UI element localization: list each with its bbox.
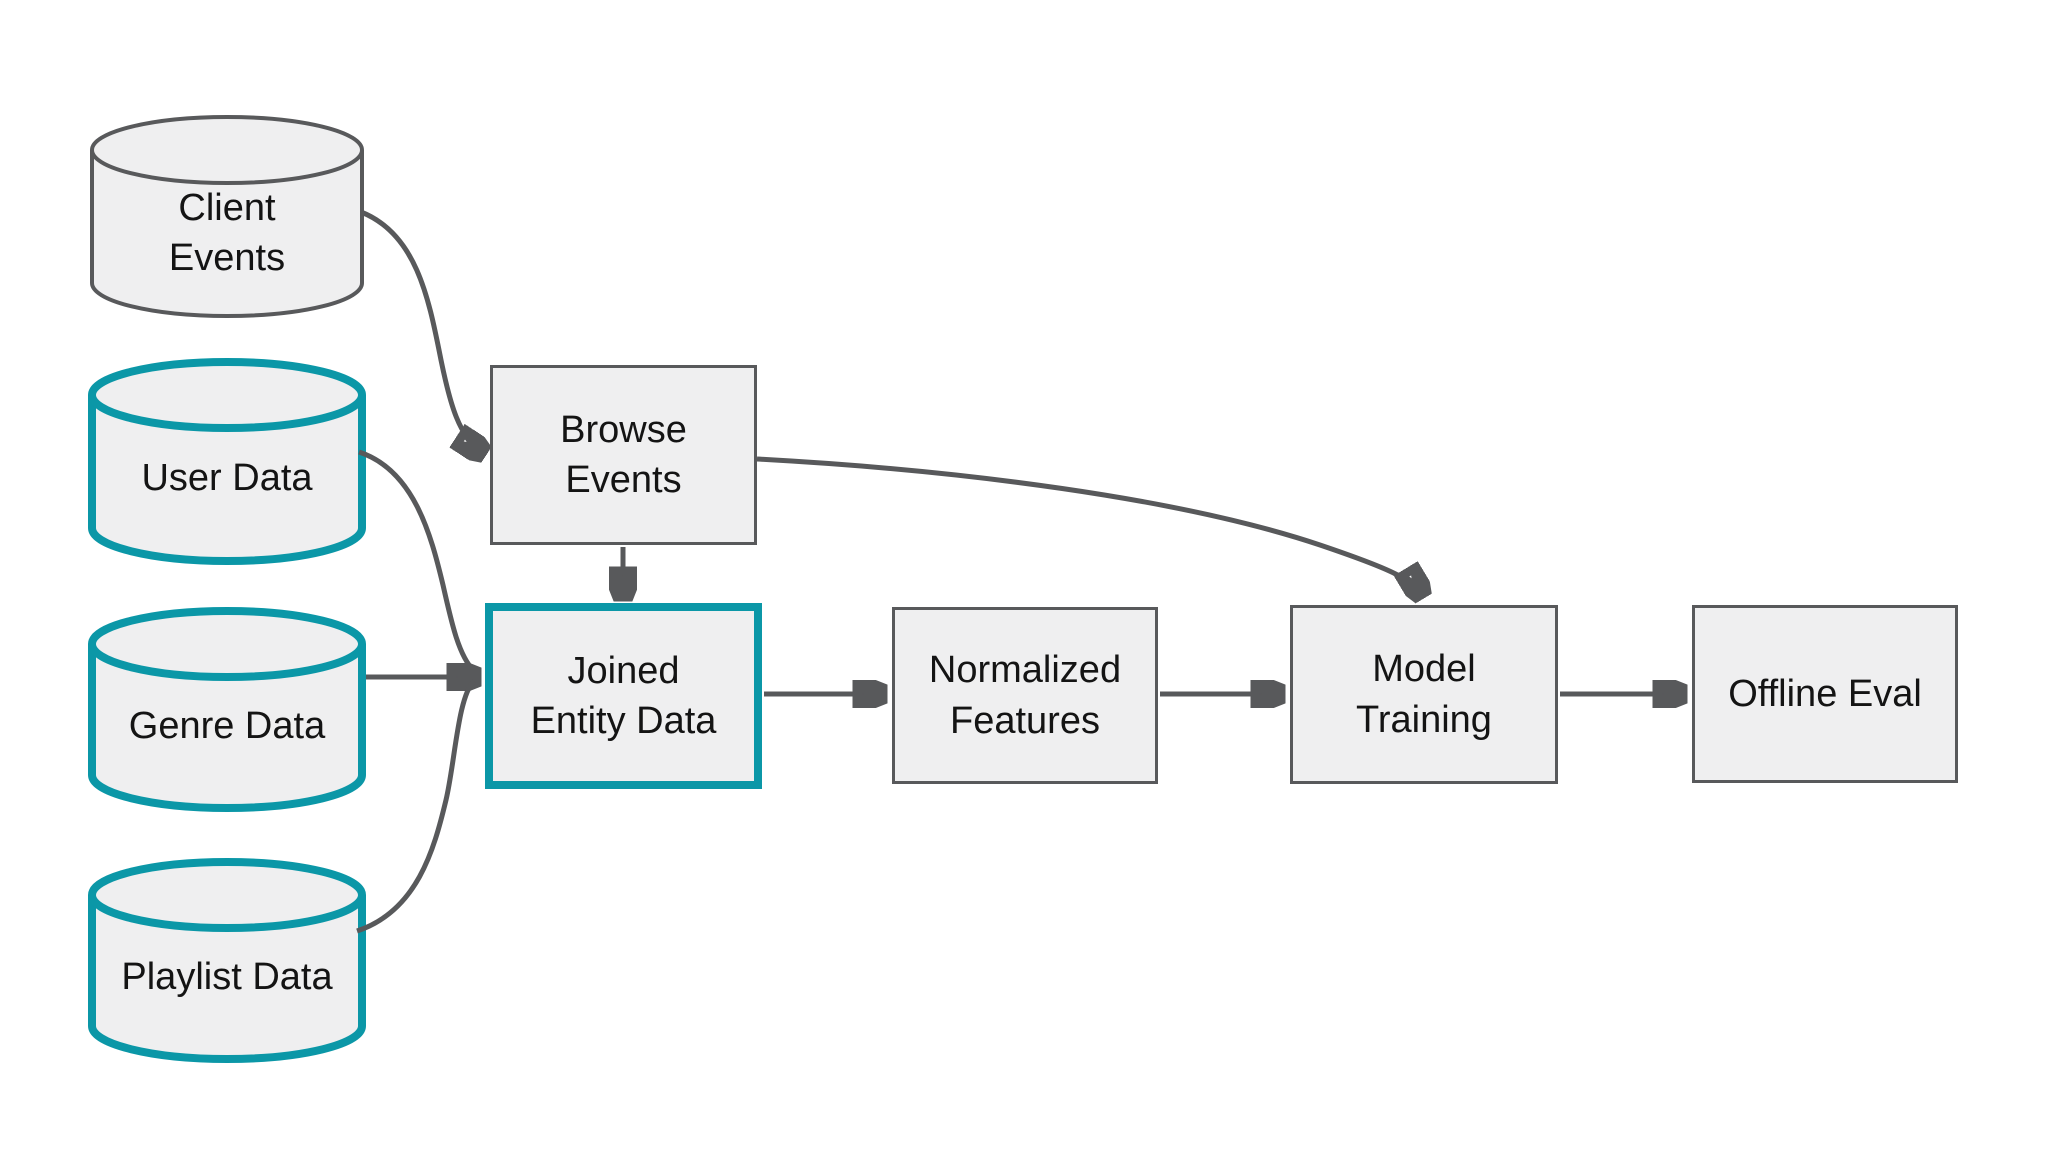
database-cylinder-icon	[88, 358, 366, 565]
node-label-genre-data: Genre Data	[128, 704, 326, 747]
node-label-playlist-data: Playlist Data	[121, 955, 333, 998]
node-client-events: Client Events	[87, 113, 367, 319]
node-user-data: User Data	[87, 357, 367, 565]
node-joined-entity-data: Joined Entity Data	[485, 603, 762, 789]
node-offline-eval: Offline Eval	[1692, 605, 1958, 783]
database-cylinder-icon	[88, 607, 366, 812]
node-genre-data: Genre Data	[87, 607, 367, 812]
edge-user-data-to-joined-entity-data	[358, 449, 476, 673]
node-normalized-features: Normalized Features	[892, 607, 1158, 784]
node-label-client-events: Client Events	[168, 186, 286, 279]
node-label-model-training: Model Training	[1356, 648, 1492, 741]
database-cylinder-icon	[88, 858, 366, 1063]
node-label-joined-entity-data: Joined Entity Data	[530, 649, 717, 742]
node-label-offline-eval: Offline Eval	[1728, 672, 1922, 715]
edge-client-events-to-browse-events	[360, 209, 482, 452]
node-browse-events: Browse Events	[490, 365, 757, 545]
edge-browse-events-to-model-training	[756, 456, 1421, 594]
node-label-normalized-features: Normalized Features	[928, 649, 1122, 742]
edge-playlist-data-to-joined-entity-data	[356, 679, 476, 934]
node-playlist-data: Playlist Data	[87, 858, 367, 1063]
database-cylinder-icon	[90, 115, 364, 318]
node-label-user-data: User Data	[141, 456, 313, 499]
node-label-browse-events: Browse Events	[560, 408, 687, 501]
node-model-training: Model Training	[1290, 605, 1558, 784]
